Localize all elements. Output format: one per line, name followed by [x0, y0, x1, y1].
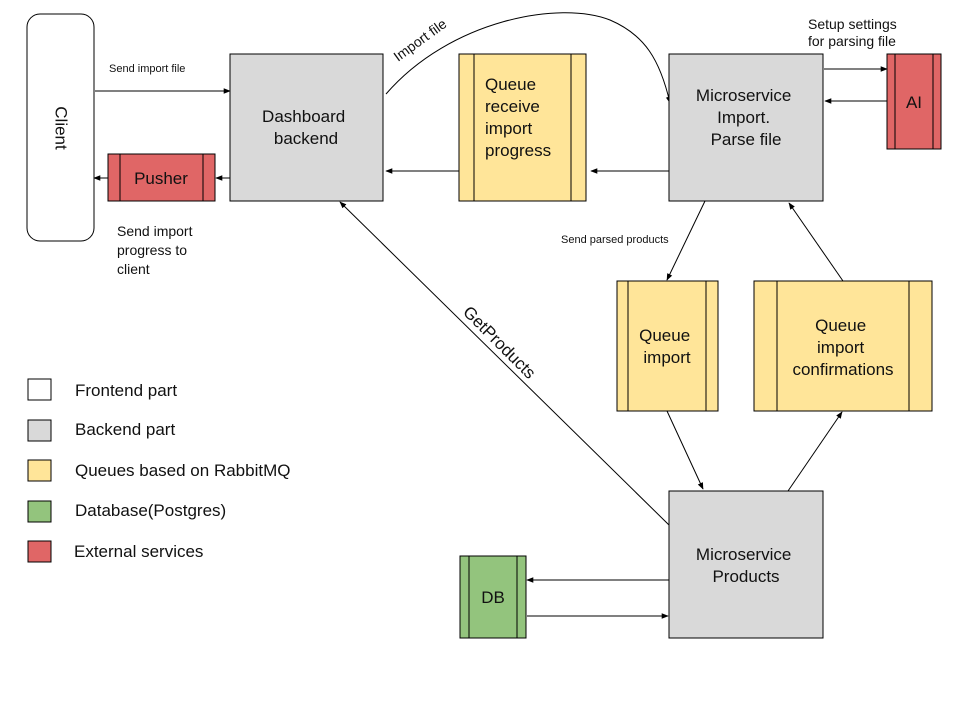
microservice-import-line-2: Import. [717, 108, 770, 127]
queue-confirm-box [753, 280, 933, 412]
legend-label-backend: Backend part [75, 420, 175, 439]
queue-import-line-2: import [643, 348, 691, 367]
microservice-import-line-3: Parse file [711, 130, 782, 149]
label-getproducts: GetProducts [459, 302, 539, 382]
queue-progress-label: Queue receive import progress [485, 75, 551, 160]
label-send-import-file: Send import file [109, 63, 185, 75]
client-node: Client [26, 13, 95, 242]
db-box [459, 555, 527, 639]
queue-progress-box [458, 53, 587, 202]
microservice-import-label: Microservice Import. Parse file [696, 86, 796, 149]
queue-import-line-1: Queue [639, 326, 690, 345]
legend-label-frontend: Frontend part [75, 381, 177, 400]
microservice-products-node: Microservice Products [668, 490, 824, 639]
queue-confirm-line-2: import [817, 338, 865, 357]
label-setup-settings: Setup settings for parsing file [808, 16, 901, 49]
edge-products-to-queue-confirm [787, 411, 843, 492]
legend-swatch-backend [27, 419, 52, 442]
pusher-label: Pusher [134, 169, 188, 188]
queue-confirm-label: Queue import confirmations [792, 316, 893, 379]
microservice-import-line-1: Microservice [696, 86, 791, 105]
client-box [26, 13, 95, 242]
dashboard-backend-label: Dashboard backend [262, 107, 350, 148]
dashboard-backend-line-1: Dashboard [262, 107, 345, 126]
queue-confirm-line-3: confirmations [792, 360, 893, 379]
label-setup-settings-line-2: for parsing file [808, 33, 896, 49]
client-label: Client [52, 106, 71, 150]
edge-queue-import-to-products [666, 410, 704, 490]
label-send-parsed-products: Send parsed products [561, 234, 669, 246]
legend: Frontend part Backend part Queues based … [27, 378, 290, 563]
pusher-node: Pusher [107, 153, 216, 202]
dashboard-backend-line-2: backend [274, 129, 338, 148]
db-label: DB [481, 588, 505, 607]
edge-products-to-dashboard-getproducts [339, 201, 670, 526]
queue-import-box [616, 280, 719, 412]
microservice-import-node: Microservice Import. Parse file [668, 53, 824, 202]
microservice-import-box [668, 53, 824, 202]
dashboard-backend-node: Dashboard backend [229, 53, 384, 202]
queue-import-label: Queue import [639, 326, 695, 367]
microservice-products-line-1: Microservice [696, 545, 791, 564]
queue-progress-line-3: import [485, 119, 533, 138]
legend-swatch-queue [27, 459, 52, 482]
queue-import-node: Queue import [616, 280, 719, 412]
legend-swatch-external [27, 540, 52, 563]
legend-label-queue: Queues based on RabbitMQ [75, 461, 290, 480]
legend-swatch-frontend [27, 378, 52, 401]
pusher-box [107, 153, 216, 202]
legend-label-database: Database(Postgres) [75, 501, 226, 520]
ai-node: AI [886, 53, 942, 150]
ai-box [886, 53, 942, 150]
microservice-products-label: Microservice Products [696, 545, 796, 586]
microservice-products-line-2: Products [712, 567, 779, 586]
label-send-progress: Send import progress to client [117, 223, 196, 277]
queue-progress-line-4: progress [485, 141, 551, 160]
edges [93, 12, 888, 619]
queue-progress-line-1: Queue [485, 75, 536, 94]
ai-label: AI [906, 93, 922, 112]
label-send-progress-line-2: progress to [117, 242, 187, 258]
queue-progress-node: Queue receive import progress [458, 53, 587, 202]
edge-microservice-to-queue-import [666, 200, 706, 281]
edge-queue-confirm-to-microservice [788, 202, 844, 282]
label-setup-settings-line-1: Setup settings [808, 16, 897, 32]
label-import-file: Import file [390, 15, 449, 64]
legend-label-external: External services [74, 542, 203, 561]
queue-confirm-node: Queue import confirmations [753, 280, 933, 412]
dashboard-backend-box [229, 53, 384, 202]
legend-swatch-database [27, 500, 52, 523]
label-send-progress-line-3: client [117, 261, 150, 277]
microservice-products-box [668, 490, 824, 639]
queue-progress-line-2: receive [485, 97, 540, 116]
edge-import-file-dashboard-to-microservice [385, 12, 672, 104]
db-node: DB [459, 555, 527, 639]
label-send-progress-line-1: Send import [117, 223, 193, 239]
queue-confirm-line-1: Queue [815, 316, 866, 335]
